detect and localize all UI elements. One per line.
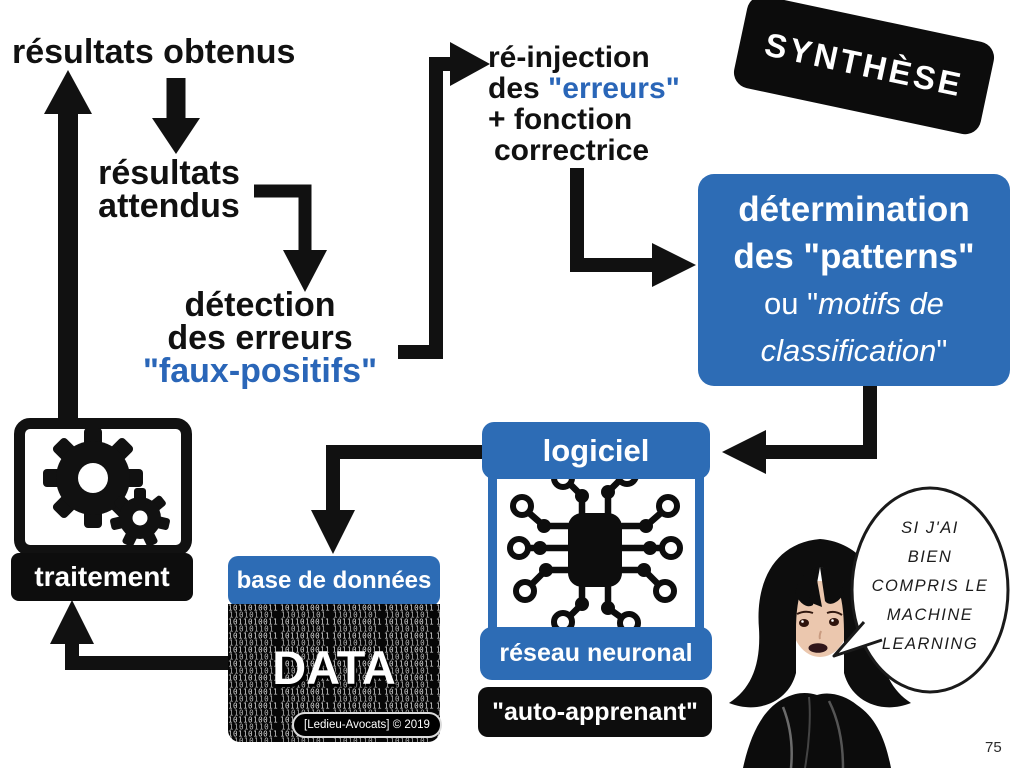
credit-pill: [Ledieu-Avocats] © 2019 [292,712,442,738]
reinjection-line1: ré-injection [488,41,650,74]
character-body-highlight2 [827,700,845,768]
speech-line: BIEN [907,548,953,566]
arrow-reinjection-to-determination-head [652,243,696,287]
arrow-obtenus-to-attendus-head [152,118,200,154]
reinjection-line2: des "erreurs" [488,73,758,104]
detection-line2: des erreurs [167,319,353,357]
speech-bubble [832,486,1010,694]
speech-bubble-text: SI J'AI BIEN COMPRIS LE MACHINE LEARNING [852,514,1008,659]
arrow-attendus-to-detection-head [283,250,327,292]
character-eye-glint-right [831,619,834,622]
character-body-highlight1 [781,706,793,768]
reseau-neuronal-box: réseau neuronal [480,627,712,680]
reinjection-line4: correctrice [494,134,650,167]
logiciel-header-box: logiciel [482,422,710,479]
determination-quote: " [936,333,948,368]
determination-classification: classification [760,333,937,368]
auto-apprenant-box: "auto-apprenant" [478,687,712,737]
reseau-neuronal-label: réseau neuronal [499,639,693,667]
node-reinjection: ré-injection des "erreurs" + fonction co… [488,42,758,166]
determination-line3: ou "motifs de [764,280,944,327]
determination-line1: détermination [738,190,970,229]
character-bang-right [820,567,844,604]
detection-line3: "faux-positifs" [142,352,378,390]
reinjection-des: des [488,72,549,105]
arrow-logiciel-to-base-head [311,510,355,554]
character-eyebrow-right [826,610,843,616]
determination-line4: classification" [761,327,948,374]
reinjection-erreurs: "erreurs" [548,72,680,105]
resultats-attendus-line1: résultats [98,154,240,192]
character-eye-glint-left [801,620,804,623]
speech-bubble-ellipse [850,486,1010,694]
arrow-detection-to-reinjection-shaft [398,57,452,359]
base-de-donnees-box: base de données [228,556,440,606]
character-eyebrow-left [796,610,814,615]
determination-box: détermination des "patterns" ou "motifs … [698,174,1010,386]
traitement-label-box: traitement [11,553,193,601]
node-resultats-obtenus: résultats obtenus [12,33,296,71]
traitement-label: traitement [34,561,170,592]
gears-icon [43,428,170,547]
node-resultats-attendus: résultats attendus [60,154,278,225]
arrow-data-to-traitement-shaft [65,642,232,670]
speech-line: SI J'AI [901,519,959,537]
resultats-attendus-line2: attendus [98,187,240,225]
determination-ou: ou " [764,286,819,321]
logiciel-label: logiciel [542,432,650,468]
arrow-logiciel-to-base-shaft [326,445,482,514]
data-label: DATA [272,641,396,694]
determination-line2: des "patterns" [733,237,975,276]
character-eye-left [799,619,809,627]
character-nose [818,630,822,640]
arrow-data-to-traitement-head [50,600,94,644]
detection-line1: détection [184,286,336,324]
character-lips [808,643,828,653]
chip-icon [507,468,683,634]
page-number: 75 [985,739,1002,756]
arrow-determination-to-logiciel-head [722,430,766,474]
determination-motifs: motifs de [818,286,944,321]
speech-line: MACHINE [886,606,974,624]
arrow-determination-to-logiciel-shaft [764,384,877,459]
speech-line: COMPRIS LE [871,577,989,595]
speech-bubble-tail [832,621,883,658]
credit-label: [Ledieu-Avocats] © 2019 [304,719,430,731]
base-de-donnees-label: base de données [236,567,432,594]
node-detection-erreurs: détection des erreurs "faux-positifs" [95,286,425,390]
character-bang-mid [809,569,822,607]
arrow-traitement-to-obtenus-head [44,70,92,114]
synthese-badge-label: SYNTHÈSE [761,25,967,104]
arrow-detection-to-reinjection-head [450,42,490,86]
character-body [743,693,891,768]
speech-line: LEARNING [881,635,979,653]
reinjection-line3: + fonction [488,103,633,136]
auto-apprenant-label: "auto-apprenant" [492,697,698,726]
arrow-attendus-to-detection-shaft [254,184,312,254]
arrow-reinjection-to-determination-shaft [570,168,656,272]
character-body-highlight3 [804,696,811,768]
